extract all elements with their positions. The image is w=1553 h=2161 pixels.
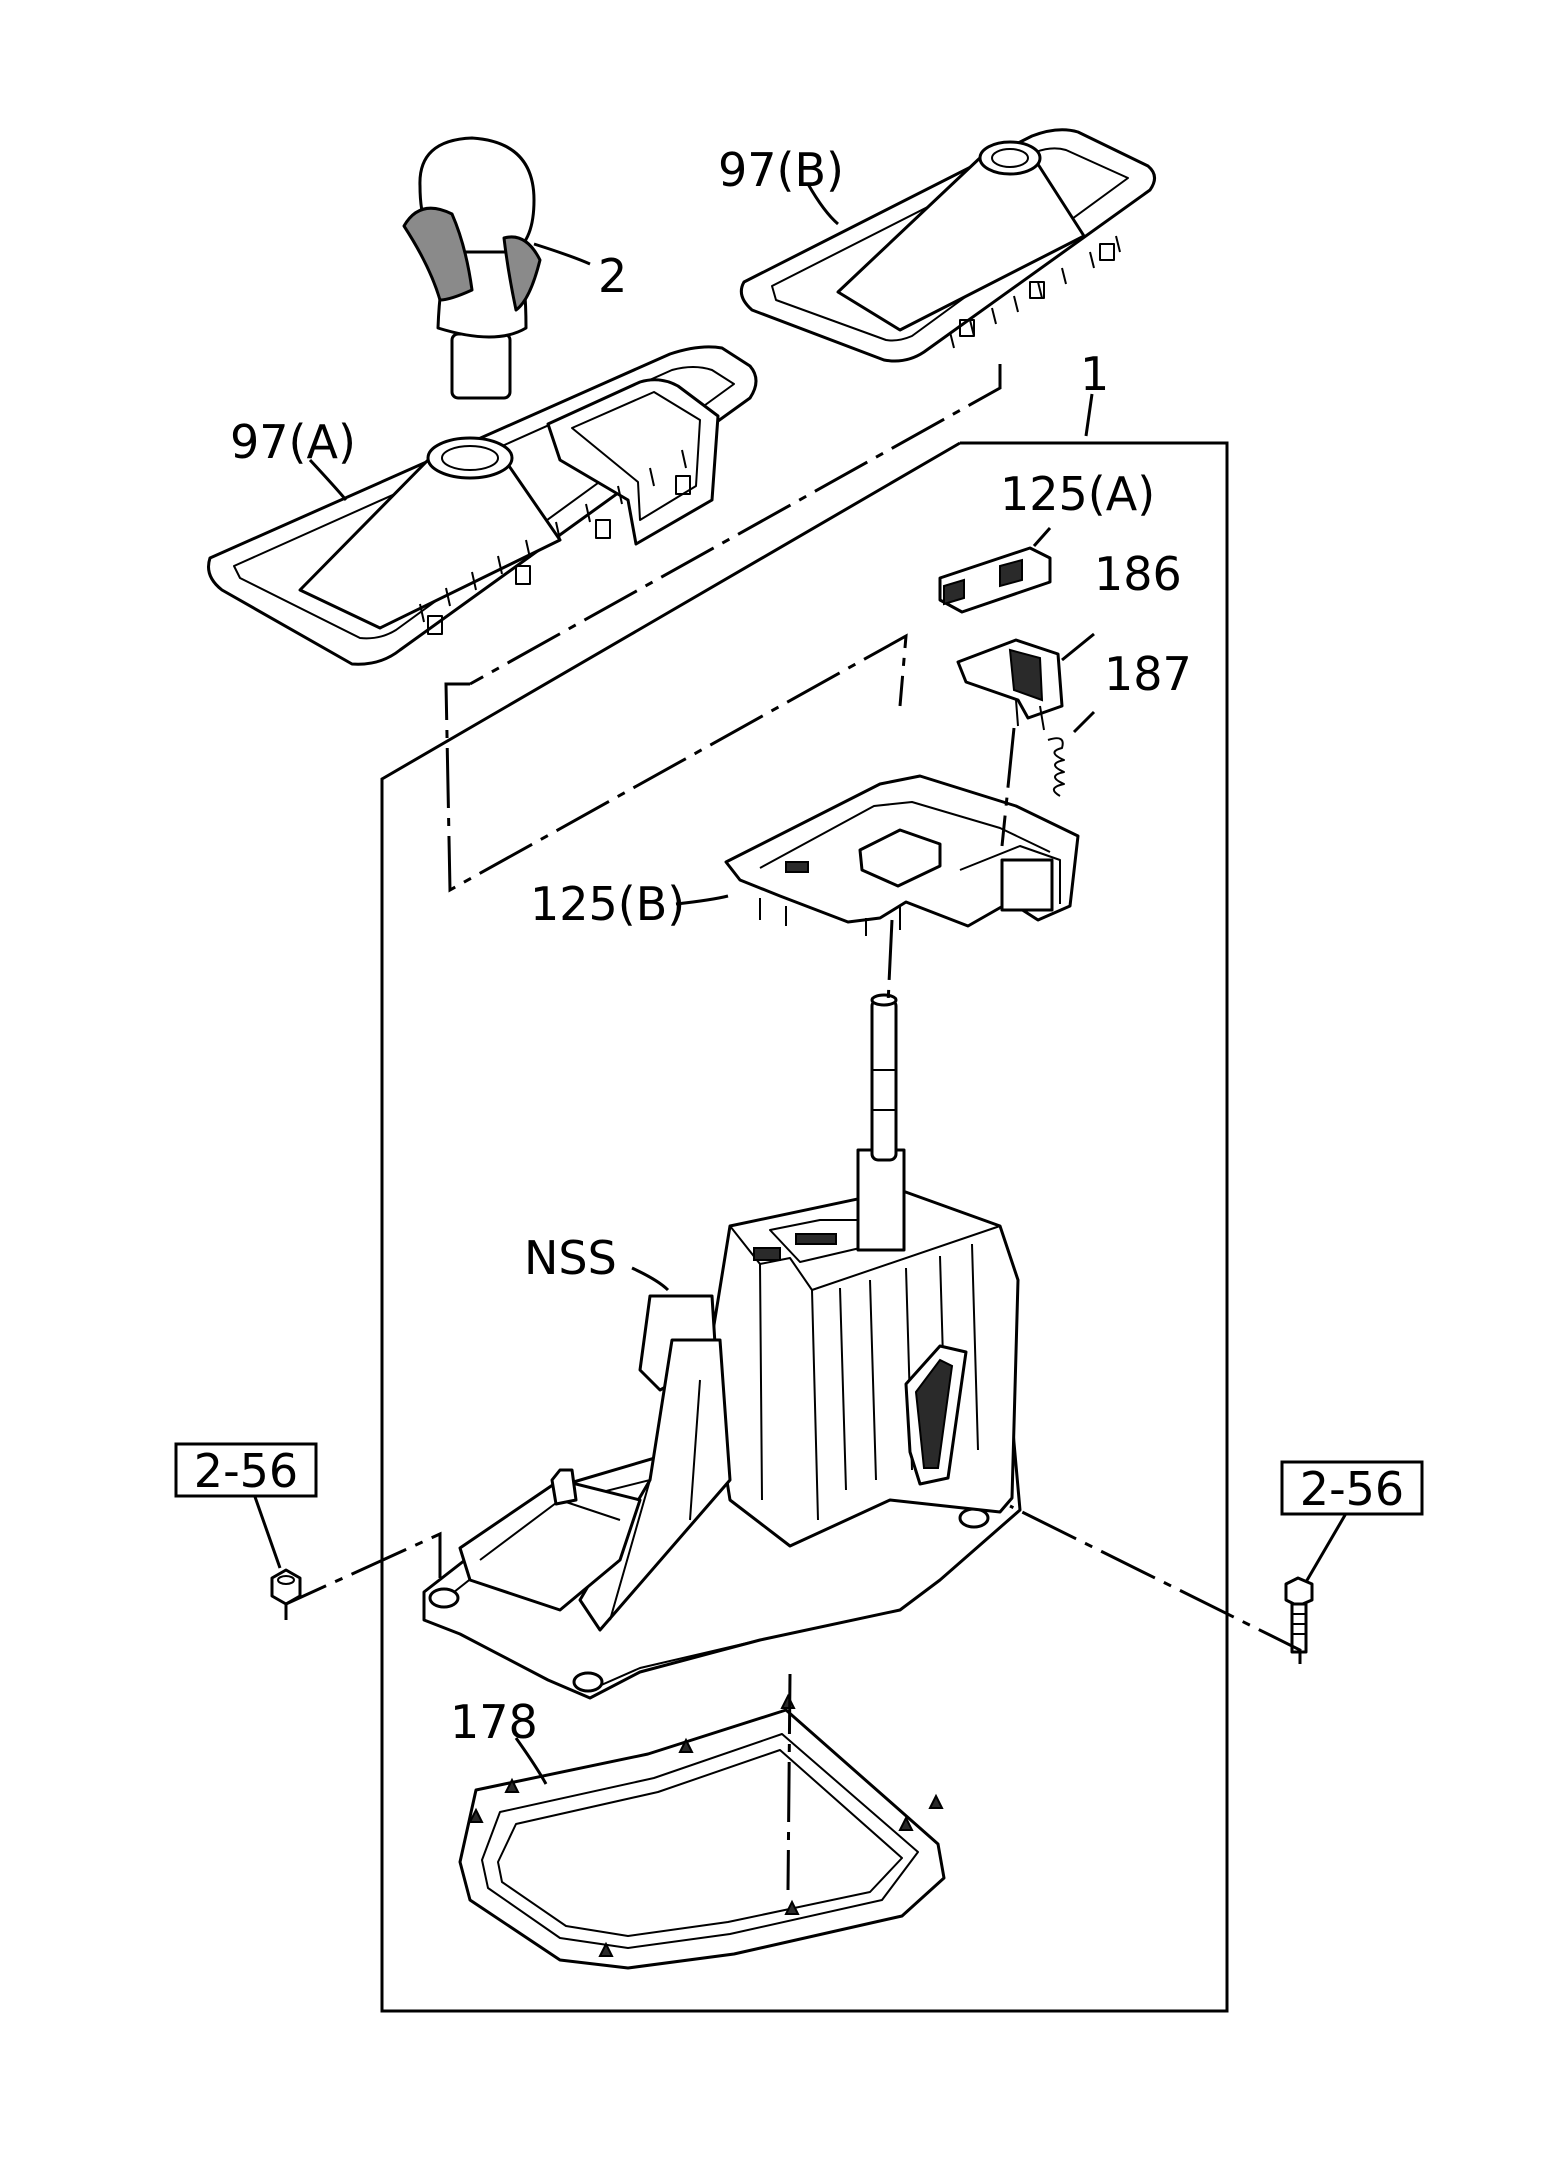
label-part-186: 186 [1094,547,1182,601]
label-nss: NSS [524,1231,617,1285]
cover-97a [207,345,758,666]
label-knob: 2 [598,249,627,303]
shift-knob [402,136,542,400]
part-186 [956,638,1064,731]
reference-box-right: 2-56 [1280,1460,1424,1516]
ref-left-label: 2-56 [194,1444,298,1498]
label-part-187: 187 [1104,647,1192,701]
label-indicator-a: 125(A) [1000,467,1155,521]
bolt-right [1284,1576,1314,1654]
assembly-lines [284,364,1302,1891]
callout-labels: 2 97(B) 97(A) 1 125(A) 186 187 125(B) NS… [230,143,1192,1749]
label-cover-a: 97(A) [230,415,356,469]
label-indicator-b: 125(B) [530,877,685,931]
label-gasket: 178 [450,1695,538,1749]
reference-box-left: 2-56 [174,1442,318,1498]
leader-lines [252,183,1350,1785]
ref-right-label: 2-56 [1300,1462,1404,1516]
label-cover-b: 97(B) [718,143,844,197]
shifter-base-assembly [422,993,1022,1700]
gasket-178 [458,1693,946,1970]
spring-187 [1047,737,1065,797]
assembly-frame [380,441,1229,2013]
cover-97b [739,128,1156,363]
indicator-housing-125b [724,774,1080,936]
indicator-125a [938,546,1052,614]
label-assembly: 1 [1080,347,1109,401]
